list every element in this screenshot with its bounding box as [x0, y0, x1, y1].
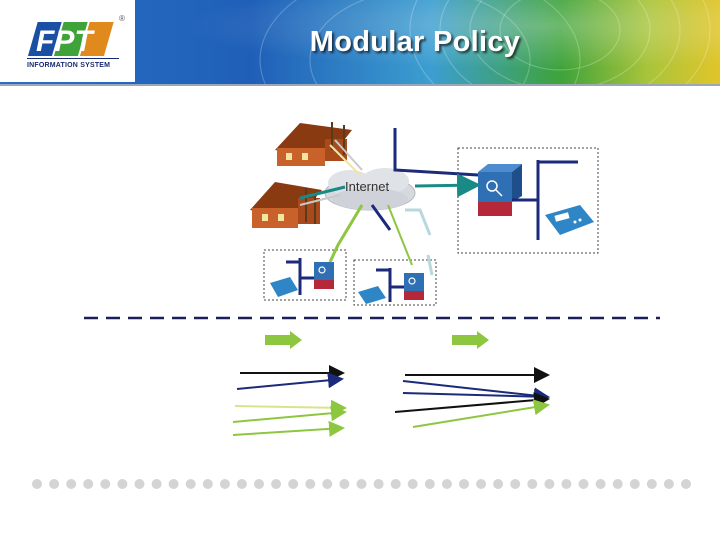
footer-dot: [441, 479, 452, 489]
right-policy-arrows: [394, 367, 550, 428]
footer-dot: [595, 479, 606, 489]
footer-dot: [236, 479, 247, 489]
footer-dot: [254, 479, 264, 489]
right-arrow-4: [394, 392, 550, 413]
footer-dot: [373, 479, 384, 489]
logo-tagline: INFORMATION SYSTEM: [27, 62, 111, 69]
headquarters-boundary: [457, 147, 599, 254]
branch-2-firewall-icon: [404, 273, 424, 300]
branch-2-lan: [376, 268, 404, 302]
branch-2-navy-link: [370, 204, 392, 231]
left-arrow-2: [236, 372, 344, 390]
fpt-logo: FPT ® INFORMATION SYSTEM: [0, 0, 135, 82]
footer-dot: [168, 479, 179, 489]
footer-dot: [288, 479, 299, 489]
footer-dot: [459, 479, 469, 489]
right-arrow-5: [412, 399, 550, 428]
footer-dot: [49, 479, 60, 489]
footer-dot: [612, 479, 623, 489]
footer-dot: [83, 479, 94, 489]
footer-dot: [151, 479, 162, 489]
left-policy-arrows: [232, 365, 347, 437]
slide-header: FPT ® INFORMATION SYSTEM Modular Policy: [0, 0, 720, 86]
right-arrow-3: [402, 388, 550, 405]
footer-dot: [100, 479, 111, 489]
footer-dot-row: [32, 479, 691, 489]
footer-dot: [339, 479, 350, 489]
footer-dot: [407, 479, 418, 489]
branch-1-firewall-icon: [314, 262, 334, 289]
footer-dot: [510, 479, 521, 489]
footer-dot: [202, 479, 213, 489]
teal-link: [299, 185, 346, 200]
branch-2-boundary: [353, 259, 437, 306]
footer-dot: [544, 479, 555, 489]
footer-dot: [527, 479, 538, 489]
footer-dot: [117, 479, 128, 489]
footer-dot: [561, 479, 572, 489]
hq-ip-phone-icon: [545, 205, 594, 235]
branch-1-green-link: [328, 204, 364, 263]
branch-2-ip-phone-icon: [358, 286, 386, 304]
footer-dot: [681, 479, 691, 489]
internet-label: Internet: [345, 179, 390, 194]
slide-title: Modular Policy: [309, 26, 521, 58]
hq-lightblue-link: [405, 208, 432, 236]
remote-home-2-icon: [250, 182, 322, 228]
footer-dot: [390, 479, 401, 489]
logo-letters: FPT: [36, 25, 95, 58]
hq-navy-link: [393, 128, 479, 177]
footer-dot: [185, 479, 196, 489]
footer-dot: [424, 479, 435, 489]
branch-1-boundary: [263, 249, 347, 301]
fpt-logo-mark: FPT: [27, 22, 119, 59]
left-arrow-4: [232, 405, 347, 423]
footer-dot: [476, 479, 487, 489]
right-flow-arrow-icon: [452, 331, 489, 349]
footer-dot: [134, 479, 145, 489]
footer-dot: [66, 479, 77, 489]
internet-cloud-icon: [324, 168, 416, 211]
branch-2-green-link: [387, 204, 413, 266]
footer-dot: [578, 479, 589, 489]
left-arrow-5: [232, 420, 345, 437]
branch-1-lan: [286, 258, 314, 295]
footer-dot: [356, 479, 367, 489]
hq-teal-link: [414, 173, 481, 198]
footer-dot: [663, 479, 674, 489]
left-flow-arrow-icon: [265, 331, 302, 349]
footer-dot: [322, 479, 333, 489]
header-divider: [0, 84, 720, 86]
right-arrow-2: [402, 380, 550, 404]
footer-dot: [493, 479, 504, 489]
home-links: [299, 139, 363, 206]
footer-dot: [305, 479, 316, 489]
hq-lan: [512, 160, 578, 240]
left-arrow-3: [234, 399, 347, 416]
registered-mark: ®: [119, 14, 125, 23]
footer-dot: [219, 479, 230, 489]
footer-dot: [629, 479, 640, 489]
branch-2-lightblue-link: [426, 254, 434, 276]
remote-home-1-icon: [275, 122, 352, 166]
hq-firewall-icon: [478, 164, 522, 216]
branch-1-ip-phone-icon: [270, 277, 298, 297]
footer-dot: [646, 479, 657, 489]
footer-dot: [271, 479, 282, 489]
footer-dot: [32, 479, 42, 489]
